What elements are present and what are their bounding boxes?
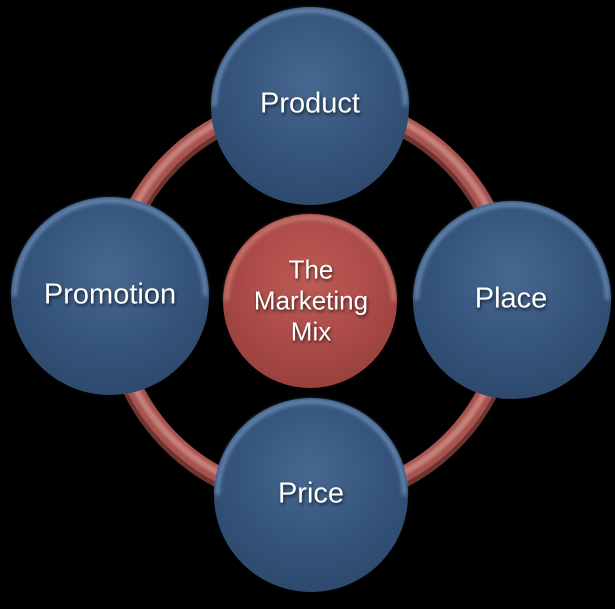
node-center-rim-highlight: [224, 215, 396, 302]
node-price-rim-highlight: [215, 399, 407, 496]
node-promotion-circle: [11, 197, 209, 395]
node-promotion: [11, 197, 209, 395]
node-promotion-rim-highlight: [12, 198, 208, 297]
node-center: [223, 214, 397, 388]
node-price-circle: [214, 398, 408, 592]
node-product-rim-highlight: [212, 8, 408, 107]
node-place: [413, 201, 611, 399]
node-place-circle: [413, 201, 611, 399]
node-product-circle: [211, 7, 409, 205]
node-price: [214, 398, 408, 592]
node-product: [211, 7, 409, 205]
node-center-circle: [223, 214, 397, 388]
node-place-rim-highlight: [414, 202, 610, 301]
